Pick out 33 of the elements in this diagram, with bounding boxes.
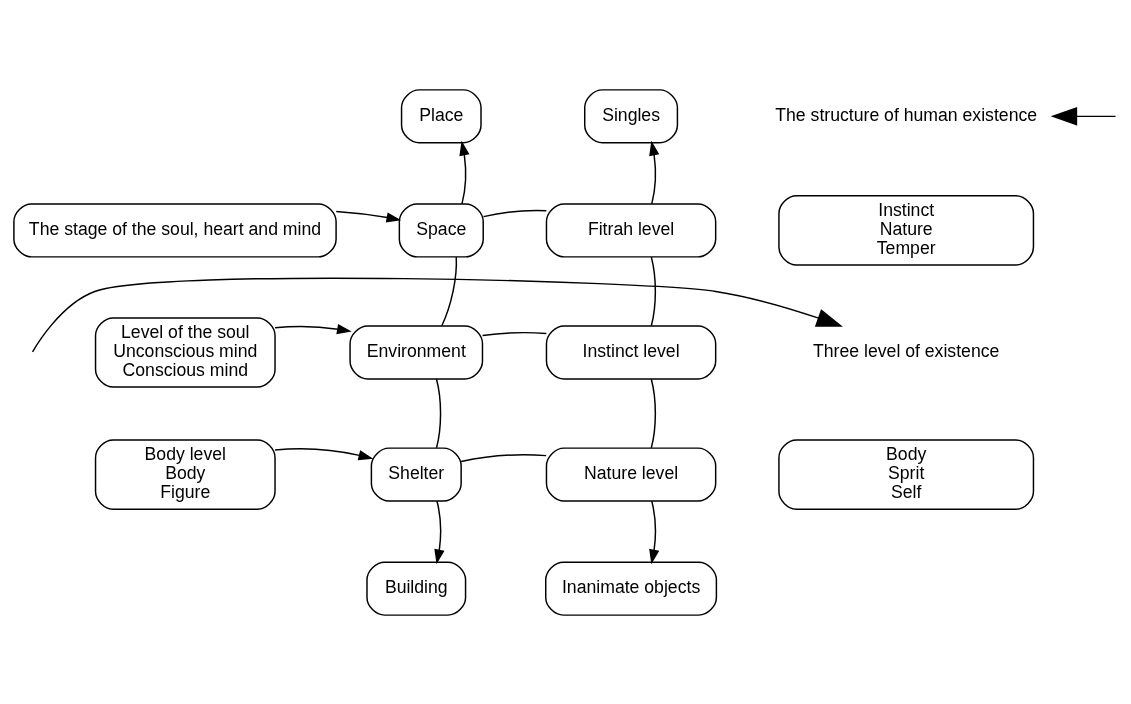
connector [650,255,657,327]
node-box: Fitrah level [545,202,717,258]
connector [650,378,657,449]
node-text: Three level of existence [813,340,1000,361]
arrow [274,323,352,334]
node-box: Environment [349,324,484,380]
connector [481,331,548,336]
node-box: Instinct level [545,324,717,380]
node-box: Building [366,560,467,616]
node-box: Body Sprit Self [778,438,1035,510]
node-box: Place [400,88,482,144]
connector [460,453,547,462]
arrow [649,500,660,564]
arrow [274,447,374,460]
arrow [434,500,445,564]
arrow [1050,106,1117,126]
connector [482,209,548,217]
node-box: Level of the soul Unconscious mind Conscious mind [94,316,276,388]
node-box: Instinct Nature Temper [778,194,1035,266]
node-box: Shelter [370,446,462,502]
arrow [649,140,660,205]
connector [441,255,458,327]
arrow [459,140,470,205]
node-box: Singles [584,88,679,144]
arrow [335,210,402,222]
node-box: Inanimate objects [545,560,718,616]
node-box: Space [398,202,484,258]
connector [435,378,442,449]
node-box: Body level Body Figure [94,438,276,510]
node-text: The structure of human existence [775,104,1038,125]
arrow [31,276,843,353]
node-box: The stage of the soul, heart and mind [13,202,337,258]
node-box: Nature level [545,446,717,502]
